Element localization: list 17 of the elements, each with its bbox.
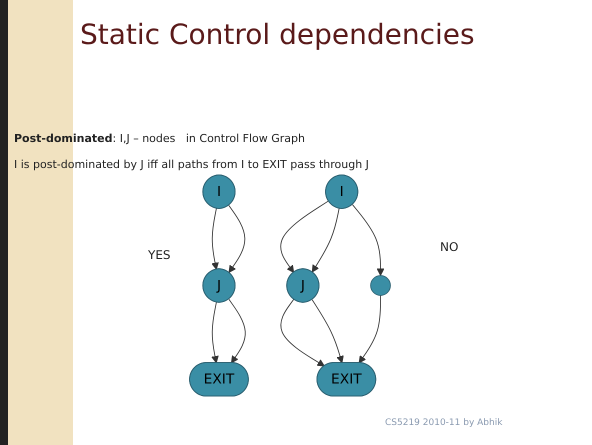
definition-text: I is post-dominated by J iff all paths from I to EXIT pass through J: [14, 158, 369, 171]
slide-title: Static Control dependencies: [80, 18, 475, 51]
arrow: [358, 294, 381, 364]
arrow: [352, 204, 384, 276]
node-ellipse: [370, 275, 391, 296]
arrow: [280, 298, 325, 366]
arrow: [312, 208, 340, 272]
arrow: [228, 205, 246, 273]
arrow: [280, 200, 329, 273]
footer-text: CS5219 2010-11 by Abhik: [385, 418, 502, 428]
arrow: [228, 298, 246, 364]
arrow: [211, 302, 219, 364]
arrow: [211, 208, 219, 270]
arrow: [312, 299, 344, 364]
verdict-label: YES: [148, 248, 171, 262]
definition-text: Post-dominated: I,J – nodes in Control Flow Graph: [14, 132, 305, 145]
verdict-label: NO: [440, 240, 458, 254]
